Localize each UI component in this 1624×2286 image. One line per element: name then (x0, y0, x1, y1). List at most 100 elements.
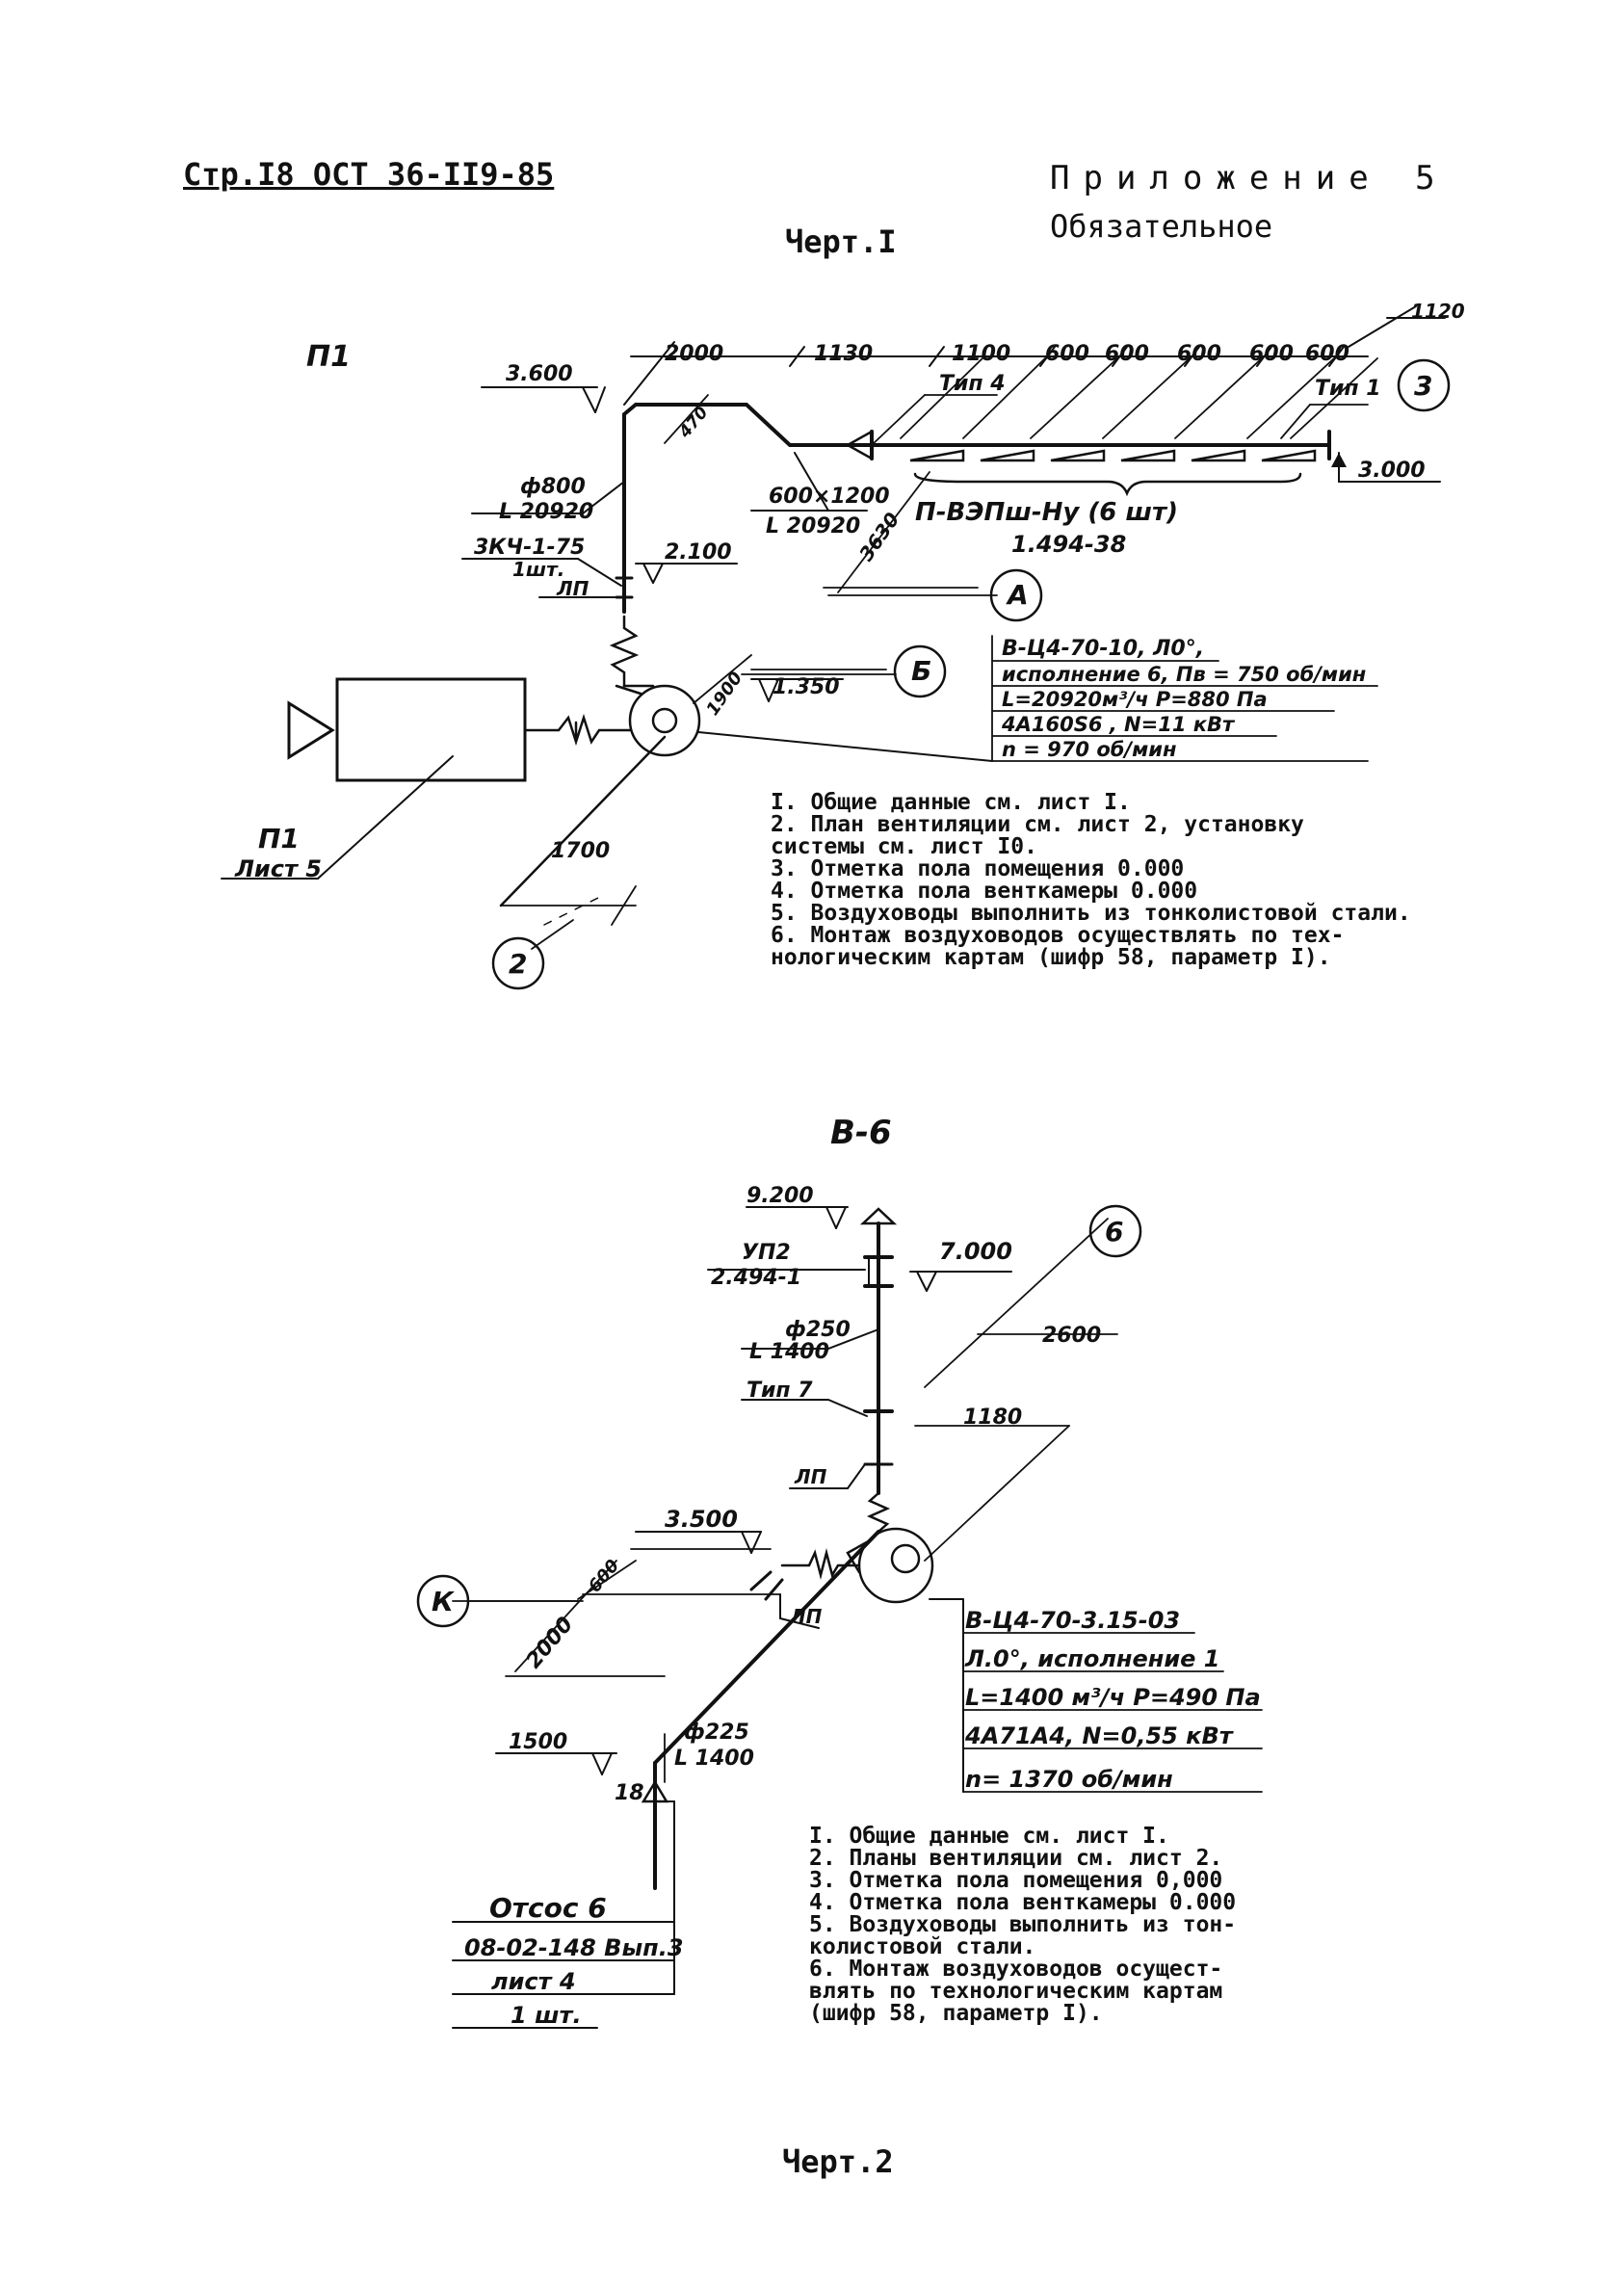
axis-label-a: А (1006, 579, 1029, 611)
air-intake-symbol (287, 700, 335, 760)
system-name-p1: П1 (306, 340, 351, 374)
fan1-spec-line5: n = 970 об/мин (1002, 738, 1176, 761)
note-item: колистовой стали. (809, 1934, 1036, 1959)
note-item: I. Общие данные см. лист I. (809, 1824, 1169, 1849)
elevation-1350: 1.350 (773, 675, 840, 699)
figure2-notes: I. Общие данные см. лист I. 2. Планы вен… (809, 1826, 1236, 2025)
dim-3630: 3630 (854, 508, 904, 565)
axis-label-b: Б (911, 655, 931, 687)
item-number-18: 18 (615, 1781, 644, 1805)
dim-1130: 1130 (814, 342, 873, 366)
dim-1100: 1100 (952, 342, 1010, 366)
figure2-title: Черт.2 (782, 2143, 894, 2180)
dim-2000-b6: 2000 (522, 1613, 579, 1673)
dim-2600: 2600 (1042, 1324, 1101, 1348)
axis-label-3: 3 (1414, 370, 1432, 402)
dim-600-4: 600 (1249, 342, 1294, 366)
axis-marker-3 (1397, 358, 1451, 412)
grille-group (909, 449, 1317, 462)
duct-size-600x1200: 600×1200 (769, 485, 890, 509)
elevation-7000: 7.000 (939, 1238, 1012, 1265)
fan2-spec-line3: L=1400 м³/ч Р=490 Па (965, 1684, 1261, 1711)
elevation-3000: 3.000 (1358, 459, 1426, 483)
damper-type: 3КЧ-1-75 (474, 536, 585, 560)
figure1-scheme (221, 305, 1446, 950)
lp-label-2: ЛП (794, 1465, 827, 1488)
figure1-title: Черт.I (785, 223, 897, 260)
dim-1700: 1700 (551, 839, 610, 863)
duct-length-rect: L 20920 (766, 514, 860, 539)
axis-marker-k (416, 1574, 470, 1628)
cap-type: УП2 (742, 1241, 791, 1265)
suction-qty: 1 шт. (511, 2002, 582, 2029)
note-item: 5. Воздуховоды выполнить из тонколистово… (771, 901, 1411, 926)
suction-series: 08-02-148 Вып.3 (464, 1934, 684, 1961)
axis-label-6: 6 (1105, 1216, 1123, 1248)
lp-label-1: ЛП (556, 577, 589, 600)
elevation-1500: 1500 (509, 1730, 567, 1754)
fan1-volute (628, 684, 701, 757)
note-item: системы см. лист I0. (771, 834, 1037, 859)
damper-qty: 1шт. (512, 558, 564, 581)
elevation-3500: 3.500 (665, 1506, 738, 1533)
appendix-status: Обязательное (1050, 208, 1273, 245)
duct-length-225: L 1400 (674, 1747, 754, 1771)
fan1-spec-line2: исполнение 6, Пв = 750 об/мин (1002, 663, 1366, 686)
suction-name: Отсос 6 (489, 1892, 607, 1924)
duct-length-800: L 20920 (499, 500, 593, 524)
dim-1180: 1180 (963, 1406, 1022, 1430)
type-label-7: Тип 7 (747, 1379, 813, 1403)
duct-diameter-800: ф800 (520, 475, 586, 499)
note-item: нологическим картам (шифр 58, параметр I… (771, 945, 1331, 970)
axis-marker-6 (1088, 1204, 1142, 1258)
note-item: I. Общие данные см. лист I. (771, 790, 1131, 815)
axis-marker-2 (491, 936, 545, 990)
fan2-spec-line2: Л.0°, исполнение 1 (964, 1645, 1220, 1672)
dim-600-3: 600 (1177, 342, 1221, 366)
axis-marker-a (989, 568, 1043, 622)
fan1-spec-line1: В-Ц4-70-10, Л0°, (1002, 637, 1204, 661)
note-item: 2. План вентиляции см. лист 2, установку (771, 812, 1304, 837)
note-item: 6. Монтаж воздуховодов осущест- (809, 1957, 1223, 1982)
dim-470: 470 (675, 403, 713, 442)
dim-1120: 1120 (1411, 300, 1465, 323)
dim-600-2: 600 (1105, 342, 1149, 366)
unit-label-p1: П1 (258, 823, 300, 854)
duct-diameter-250: ф250 (785, 1318, 851, 1342)
fan2-spec-line5: n= 1370 об/мин (965, 1766, 1173, 1793)
fan2-spec-line1: В-Ц4-70-3.15-03 (965, 1607, 1180, 1634)
elevation-2100: 2.100 (665, 540, 732, 565)
dim-600-5: 600 (1305, 342, 1349, 366)
main-duct-line (622, 403, 1331, 614)
note-item: влять по технологическим картам (809, 1979, 1223, 2004)
duct-length-250: L 1400 (749, 1340, 829, 1364)
fan2-spec-line4: 4А71А4, N=0,55 кВт (964, 1722, 1235, 1749)
page-header-code: Стр.I8 ОСТ 36-II9-85 (183, 156, 555, 193)
note-item: 5. Воздуховоды выполнить из тон- (809, 1912, 1237, 1937)
note-item: 3. Отметка пола помещения 0,000 (809, 1868, 1223, 1893)
lp-label-3: ЛП (789, 1605, 823, 1628)
dim-600-1: 600 (1045, 342, 1089, 366)
axis-label-2: 2 (509, 948, 527, 980)
note-item: 4. Отметка пола венткамеры 0.000 (771, 879, 1198, 904)
air-handling-unit (335, 677, 527, 782)
elevation-3600: 3.600 (506, 362, 573, 386)
dim-2000: 2000 (665, 342, 723, 366)
fan1-spec-line3: L=20920м³/ч Р=880 Па (1002, 688, 1268, 711)
elevation-9200: 9.200 (747, 1184, 814, 1208)
suction-sheet: лист 4 (491, 1968, 576, 1995)
grille-type: П-ВЭПш-Ну (6 шт) (915, 498, 1178, 527)
system-name-b6: В-6 (830, 1114, 892, 1152)
axis-label-k: К (432, 1586, 456, 1617)
unit-sheet-ref: Лист 5 (234, 855, 322, 882)
grille-series: 1.494-38 (1011, 531, 1126, 558)
figure1-notes: I. Общие данные см. лист I. 2. План вент… (771, 792, 1411, 969)
note-item: 2. Планы вентиляции см. лист 2. (809, 1846, 1223, 1871)
note-item: 3. Отметка пола помещения 0.000 (771, 856, 1185, 881)
figure2-scheme (452, 1206, 1263, 2029)
note-item: (шифр 58, параметр I). (809, 2001, 1103, 2026)
note-item: 6. Монтаж воздуховодов осуществлять по т… (771, 923, 1345, 948)
axis-marker-b (893, 644, 947, 698)
appendix-title: Приложение 5 (1050, 159, 1449, 197)
